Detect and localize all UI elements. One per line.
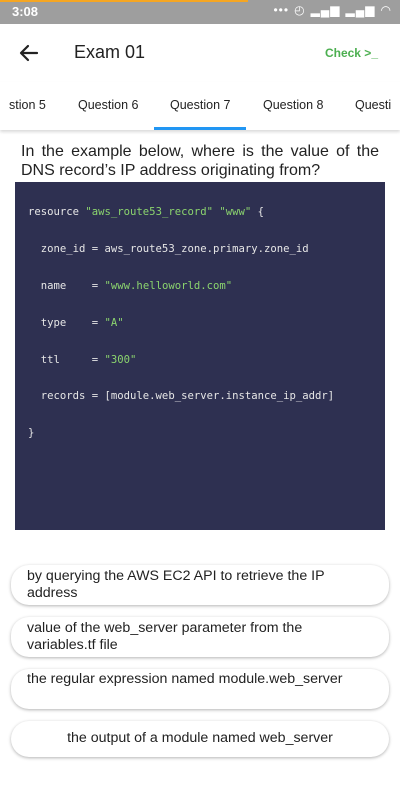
answer-option-4[interactable]: the output of a module named web_server — [11, 721, 389, 757]
status-bar: 3:08 ••• ◴ ▂▄▆ ▂▄▆ ◠ — [0, 0, 400, 24]
alarm-icon: ◴ — [294, 3, 306, 17]
more-icon: ••• — [273, 3, 290, 17]
tab-question-6[interactable]: Question 6 — [78, 98, 139, 112]
back-arrow-icon[interactable] — [16, 40, 42, 66]
tab-question-8[interactable]: Question 8 — [263, 98, 324, 112]
code-line: records = [module.web_server.instance_ip… — [28, 390, 335, 403]
question-tabs: stion 5 Question 6 Question 7 Question 8… — [0, 82, 400, 130]
code-line: } — [28, 427, 35, 440]
tab-question-5[interactable]: stion 5 — [9, 98, 46, 112]
status-time: 3:08 — [12, 4, 39, 19]
selected-tab-indicator — [154, 127, 246, 130]
answer-option-1[interactable]: by querying the AWS EC2 API to retrieve … — [11, 565, 389, 605]
page-title: Exam 01 — [74, 42, 146, 62]
signal-icon: ▂▄▆ — [345, 3, 376, 17]
code-block: resource "aws_route53_record" "www" { zo… — [15, 182, 385, 530]
code-line: zone_id = aws_route53_zone.primary.zone_… — [28, 243, 309, 256]
wifi-icon: ◠ — [380, 3, 392, 17]
answer-option-2[interactable]: value of the web_server parameter from t… — [11, 617, 389, 657]
code-line: type = "A" — [28, 316, 124, 329]
tab-question-9[interactable]: Questi — [355, 98, 392, 112]
status-progress-line — [0, 0, 248, 2]
code-line: ttl = "300" — [28, 353, 137, 366]
code-line: resource "aws_route53_record" "www" { — [28, 206, 265, 219]
check-button[interactable]: Check >_ — [324, 46, 378, 60]
status-icons: ••• ◴ ▂▄▆ ▂▄▆ ◠ — [273, 3, 392, 17]
tab-question-7[interactable]: Question 7 — [170, 98, 231, 112]
app-bar: Exam 01 Check >_ — [0, 24, 400, 82]
signal-icon: ▂▄▆ — [310, 3, 341, 17]
answer-option-3[interactable]: the regular expression named module.web_… — [11, 669, 389, 709]
code-line: name = "www.helloworld.com" — [28, 280, 233, 293]
question-text: In the example below, where is the value… — [21, 143, 379, 179]
